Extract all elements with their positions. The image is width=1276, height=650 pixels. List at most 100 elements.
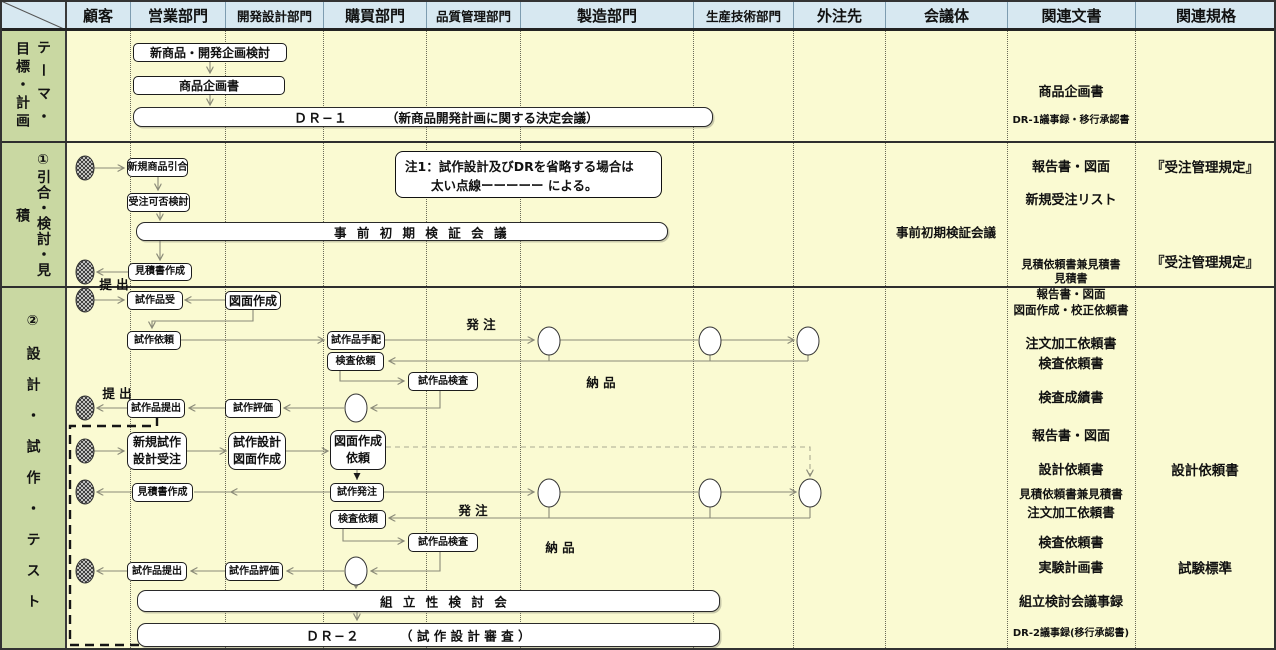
document-item-6: 報告書・図面 xyxy=(1036,287,1106,301)
header-col-7: 外注先 xyxy=(793,0,885,30)
standard-item-1: 『受注管理規定』 xyxy=(1151,255,1259,271)
dr1-label: ＤＲ−１ xyxy=(294,111,348,127)
assembly-review-label: 組 立 性 検 討 会 xyxy=(380,594,510,610)
phase-design-prototype-test-text-0: ②設計・試作・テスト xyxy=(24,312,41,625)
header-bottom-border xyxy=(0,28,1276,31)
pre-verification-label: 事 前 初 期 検 証 会 議 xyxy=(334,225,510,240)
flow-arrow-18 xyxy=(339,370,404,381)
document-item-14: 注文加工依頼書 xyxy=(1027,505,1115,520)
flow-arrow-9 xyxy=(152,310,254,328)
phase-label-column xyxy=(0,30,65,650)
header-col-1: 営業部門 xyxy=(130,0,225,30)
node-prototype-submit-2: 試作品提出 xyxy=(127,562,187,581)
bar-pre-initial-verification-meeting: 事 前 初 期 検 証 会 議 xyxy=(136,222,668,241)
phase-inquiry-review-quote-text-1: 積 xyxy=(14,207,30,222)
node-prototype-design-drawing-line2: 図面作成 xyxy=(232,452,281,466)
note-skip-prototype-design: 注1：試作設計及びDRを省略する場合は太い点線ーーーーー による。 xyxy=(395,151,662,198)
header-col-10: 関連規格 xyxy=(1135,0,1276,30)
header-col-9: 関連文書 xyxy=(1007,0,1135,30)
dr2-desc: （ 試 作 設 計 審 査 ） xyxy=(400,628,531,644)
process-connector-ellipse-3 xyxy=(344,393,368,423)
node-quotation-create: 見積書作成 xyxy=(128,263,192,281)
node-new-prototype-design-order-line1: 新規試作 xyxy=(132,434,181,449)
customer-contact-ellipse-1 xyxy=(75,259,95,285)
document-item-9: 検査依頼書 xyxy=(1038,357,1104,372)
document-item-3: 新規受注リスト xyxy=(1025,193,1117,208)
process-connector-ellipse-1 xyxy=(698,326,722,356)
node-prototype-request: 試作依頼 xyxy=(127,331,181,350)
process-connector-ellipse-5 xyxy=(698,478,722,508)
bar-dr1-meeting: ＤＲ−１（新商品開発計画に関する決定会議） xyxy=(133,107,713,127)
section2-border xyxy=(0,286,1276,288)
node-prototype-submit-1: 試作品提出 xyxy=(127,399,185,418)
corner-diagonal-line xyxy=(0,0,65,30)
node-inspection-request-2: 検査依頼 xyxy=(330,510,386,529)
document-item-16: 実験計画書 xyxy=(1038,561,1104,576)
document-item-4: 見積依頼書兼見積書 xyxy=(1021,258,1121,271)
document-item-5: 見積書 xyxy=(1054,272,1088,285)
node-quotation-create-2: 見積書作成 xyxy=(132,483,193,502)
header-band xyxy=(0,0,1276,30)
node-new-prototype-design-order-line2: 設計受注 xyxy=(132,452,181,466)
standard-item-2: 設計依頼書 xyxy=(1171,463,1239,479)
node-new-prototype-design-order: 新規試作設計受注 xyxy=(127,432,187,470)
section1-border xyxy=(0,141,1276,143)
node-drawing-create-request: 図面作成依頼 xyxy=(330,430,386,470)
phase-theme-goal-plan: テーマ・目標・計画 xyxy=(0,30,65,142)
flow-arrow-38 xyxy=(371,551,441,571)
customer-contact-ellipse-4 xyxy=(75,438,95,464)
node-product-plan-doc: 商品企画書 xyxy=(133,76,285,95)
header-col-2: 開発設計部門 xyxy=(225,0,323,30)
customer-contact-ellipse-3 xyxy=(75,395,95,421)
node-new-product-plan-review: 新商品・開発企画検討 xyxy=(133,43,287,62)
lane-line-8 xyxy=(1007,30,1008,650)
flow-arrow-37 xyxy=(342,528,404,541)
phase-design-prototype-test: ②設計・試作・テスト xyxy=(0,287,65,650)
label-submit-1: 提 出 xyxy=(99,277,129,292)
process-connector-ellipse-0 xyxy=(537,326,561,356)
document-item-0: 商品企画書 xyxy=(1038,85,1104,100)
document-item-8: 注文加工依頼書 xyxy=(1025,337,1117,352)
phase-theme-goal-plan-text-0: テーマ・ xyxy=(35,40,51,132)
header-col-5: 製造部門 xyxy=(520,0,693,30)
customer-contact-ellipse-6 xyxy=(75,558,95,584)
document-item-12: 設計依頼書 xyxy=(1038,463,1104,478)
note-line1: 注1：試作設計及びDRを省略する場合は xyxy=(405,159,634,174)
lane-line-9 xyxy=(1135,30,1136,650)
node-prototype-design-drawing-line1: 試作設計 xyxy=(232,434,281,449)
process-connector-ellipse-7 xyxy=(344,556,368,586)
customer-contact-ellipse-0 xyxy=(75,155,95,181)
node-prototype-inspection-1: 試作品検査 xyxy=(408,372,478,391)
node-prototype-evaluation-2: 試作品評価 xyxy=(225,562,283,581)
header-col-3: 購買部門 xyxy=(323,0,426,30)
node-new-product-inquiry: 新規商品引合 xyxy=(127,158,188,177)
flow-arrow-19 xyxy=(371,390,441,408)
node-drawing-create-request-line1: 図面作成 xyxy=(333,433,382,448)
dashed-bypass-to-subcontractor xyxy=(386,446,810,476)
phase-column-border xyxy=(65,0,67,650)
label-delivery-2: 納 品 xyxy=(545,540,575,555)
label-order-2: 発 注 xyxy=(458,503,488,518)
document-item-10: 検査成績書 xyxy=(1038,391,1104,406)
process-connector-ellipse-4 xyxy=(537,478,561,508)
node-prototype-arrange: 試作品手配 xyxy=(327,331,385,350)
standard-item-3: 試験標準 xyxy=(1178,561,1232,577)
document-item-17: 組立検討会議事録 xyxy=(1018,595,1123,610)
label-delivery-1: 納 品 xyxy=(586,375,616,390)
node-order-feasibility-review: 受注可否検討 xyxy=(127,193,190,212)
process-connector-ellipse-2 xyxy=(796,326,820,356)
document-item-15: 検査依頼書 xyxy=(1038,536,1104,551)
label-submit-2: 提 出 xyxy=(102,386,132,401)
node-drawing-create-request-line2: 依頼 xyxy=(345,451,370,465)
meeting-body-item-0: 事前初期検証会議 xyxy=(895,225,996,240)
phase-inquiry-review-quote: ①引合・検討・見積 xyxy=(0,142,65,287)
label-order-1: 発 注 xyxy=(466,317,496,332)
node-prototype-evaluation-1: 試作評価 xyxy=(225,399,281,418)
header-col-4: 品質管理部門 xyxy=(426,0,520,30)
lane-line-7 xyxy=(885,30,886,650)
standard-item-0: 『受注管理規定』 xyxy=(1151,160,1259,176)
document-item-2: 報告書・図面 xyxy=(1031,160,1110,175)
header-col-8: 会議体 xyxy=(885,0,1007,30)
